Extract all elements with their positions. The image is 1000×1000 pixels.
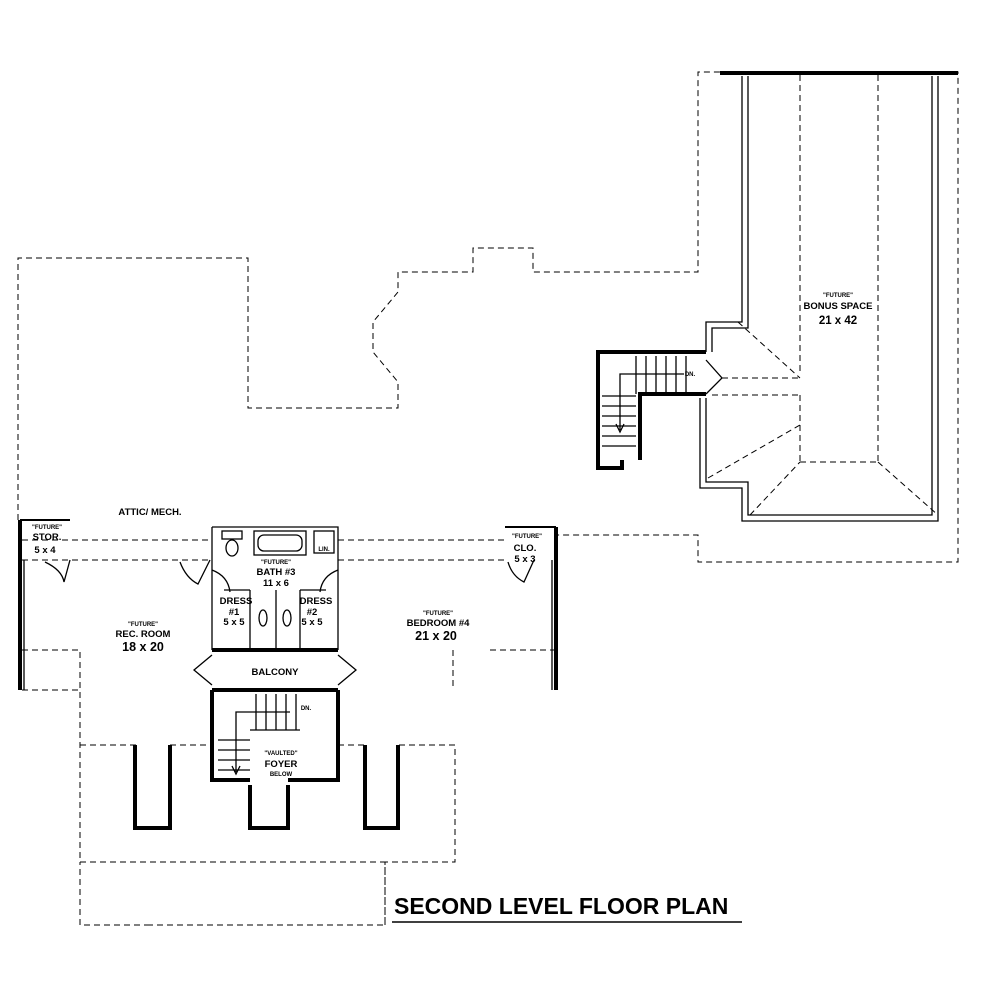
main-stairs-down-label: DN. — [301, 706, 312, 712]
bonus-stairs-down-label: DN. — [685, 372, 696, 378]
bonus-space-size: 21 x 42 — [819, 315, 857, 327]
foyer-note: BELOW — [270, 772, 293, 778]
bedroom4-name: BEDROOM #4 — [407, 618, 471, 629]
dress2-num: #2 — [307, 607, 318, 618]
bath3-tag: "FUTURE" — [261, 560, 291, 566]
rec-room-size: 18 x 20 — [122, 640, 164, 654]
foyer-name: FOYER — [265, 759, 298, 770]
rec-room-tag: "FUTURE" — [128, 622, 158, 628]
bedroom4-tag: "FUTURE" — [423, 611, 453, 617]
bonus-space-walls — [596, 71, 958, 522]
clo-size: 5 x 3 — [514, 554, 535, 565]
stor-size: 5 x 4 — [34, 545, 56, 556]
dress2-name: DRESS — [300, 596, 333, 607]
bonus-space-name: BONUS SPACE — [804, 301, 873, 312]
roof-outline — [17, 71, 959, 926]
bonus-space-tag: "FUTURE" — [823, 293, 853, 299]
clo-name: CLO. — [514, 543, 537, 554]
rec-room-name: REC. ROOM — [116, 629, 171, 640]
bonus-stairs — [602, 356, 687, 447]
clo-tag: "FUTURE" — [512, 534, 542, 540]
balcony-label: BALCONY — [252, 667, 300, 678]
attic-label: ATTIC/ MECH. — [118, 507, 181, 518]
foyer-tag: "VAULTED" — [264, 751, 297, 757]
bath3-size: 11 x 6 — [263, 578, 289, 589]
dress1-size: 5 x 5 — [223, 617, 245, 628]
bedroom4-size: 21 x 20 — [415, 629, 457, 643]
dress1-num: #1 — [229, 607, 240, 618]
stor-tag: "FUTURE" — [32, 525, 62, 531]
plan-title: SECOND LEVEL FLOOR PLAN — [394, 893, 728, 919]
main-stairs — [218, 694, 300, 776]
stor-name: STOR. — [33, 532, 62, 543]
bath3-name: BATH #3 — [257, 567, 296, 578]
main-walls — [18, 519, 558, 830]
room-labels: "FUTURE" BONUS SPACE 21 x 42 DN. ATTIC/ … — [32, 293, 873, 778]
dress1-name: DRESS — [220, 596, 253, 607]
dress2-size: 5 x 5 — [301, 617, 323, 628]
linen-label: LIN. — [318, 547, 330, 553]
